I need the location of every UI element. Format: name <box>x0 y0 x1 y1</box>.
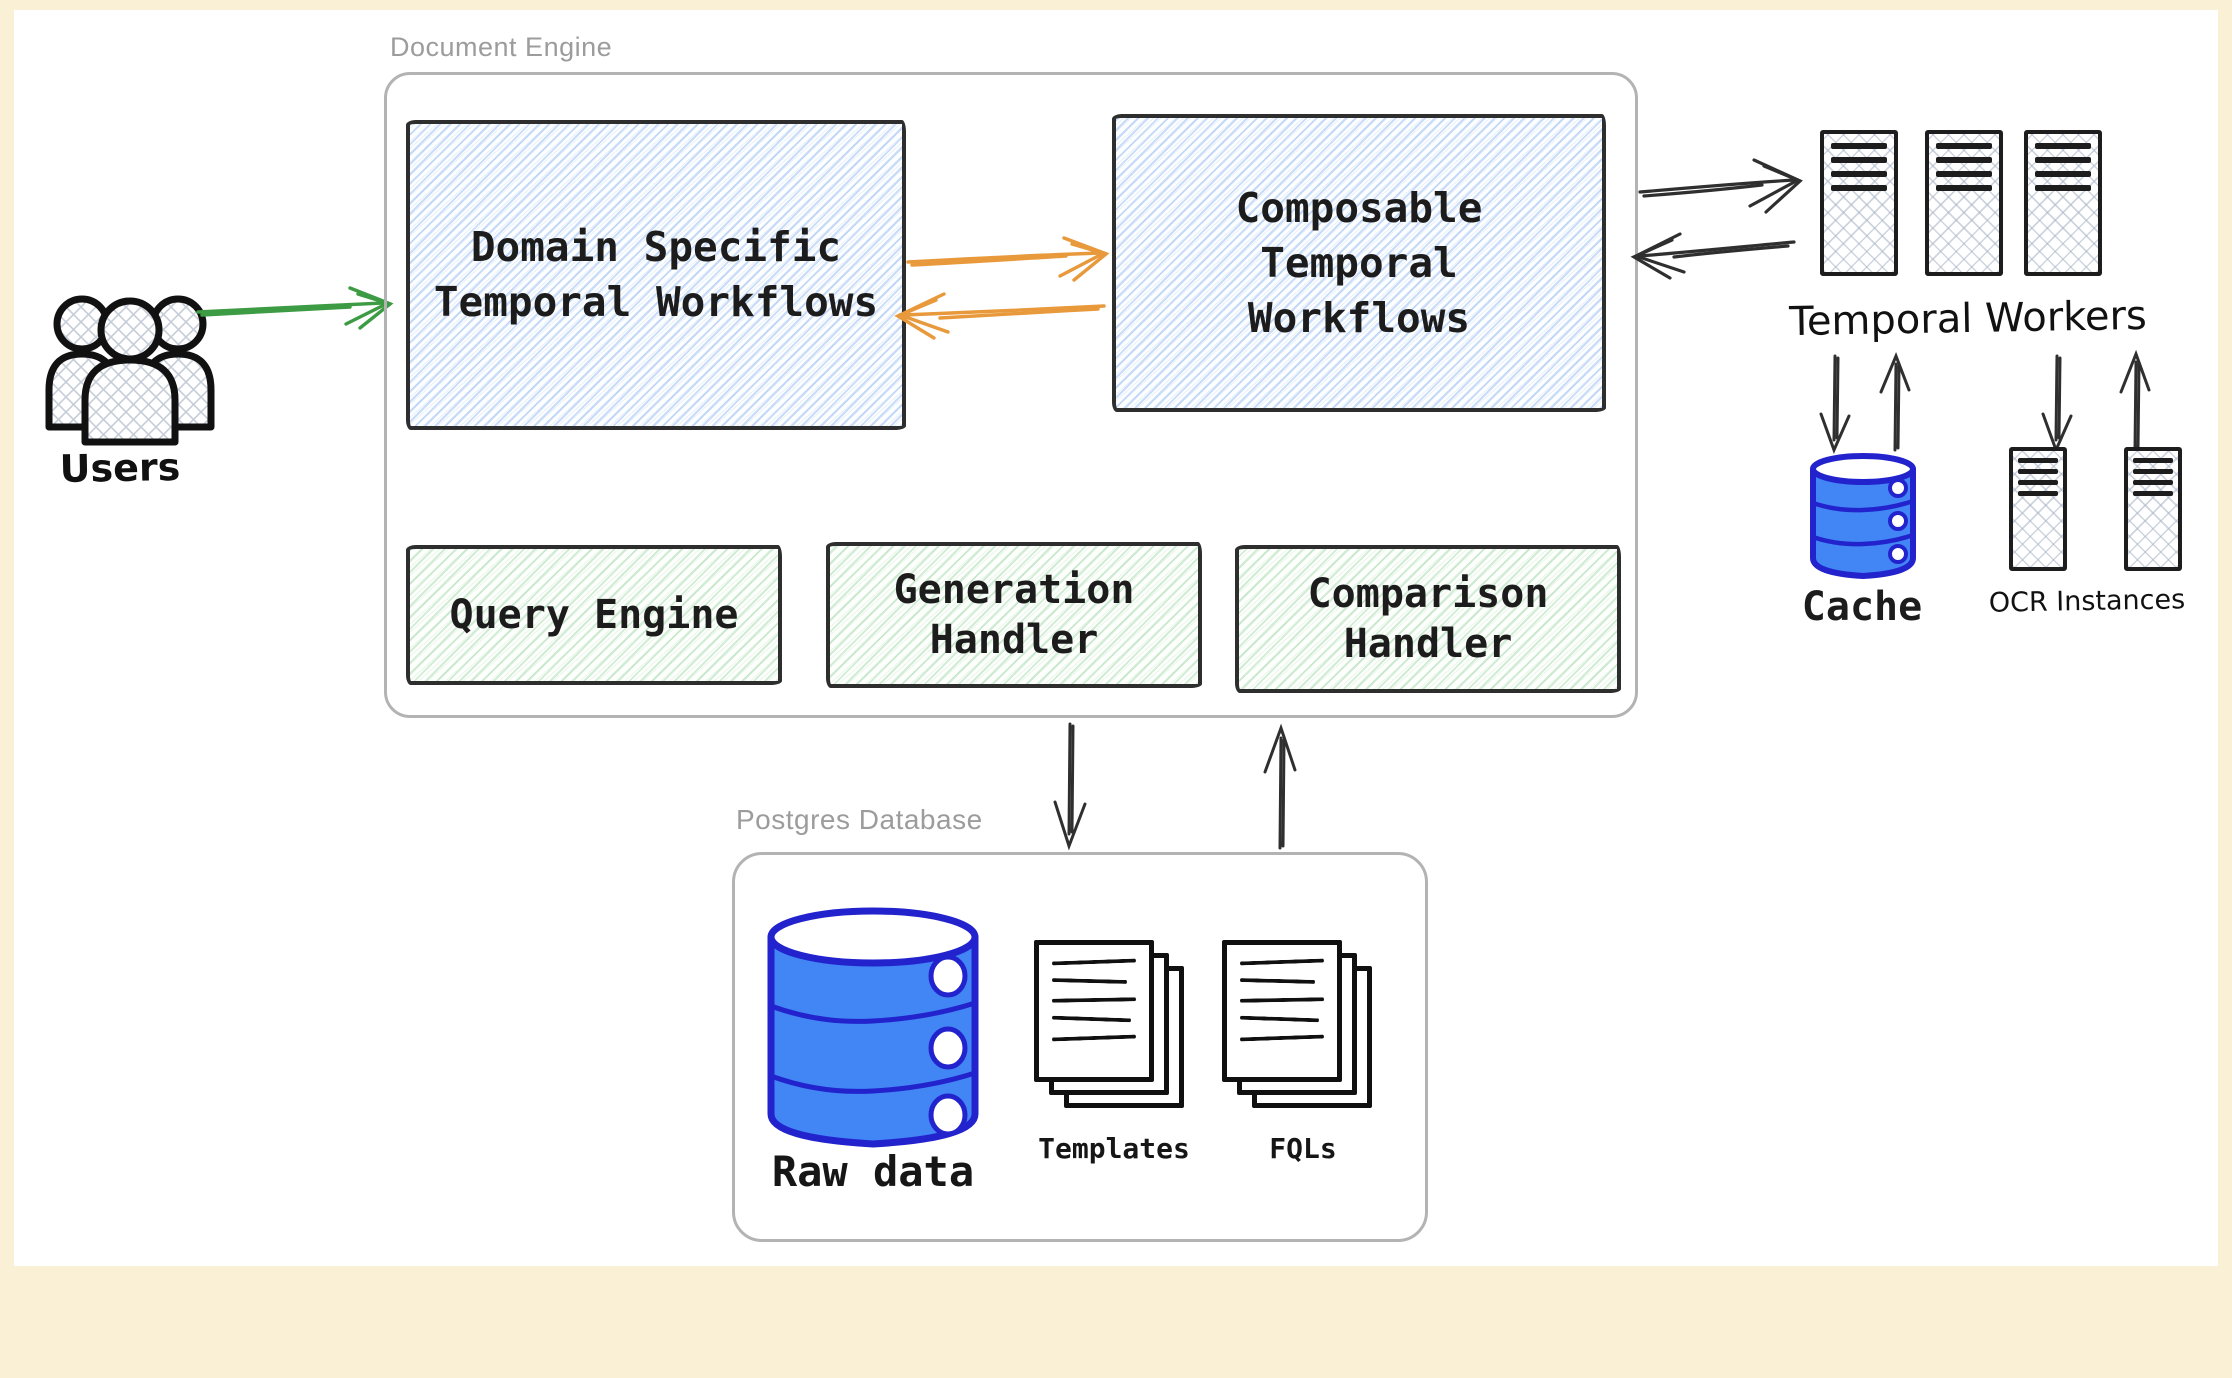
generation-handler-line2: Handler <box>929 617 1099 663</box>
query-engine-box: Query Engine <box>406 545 782 685</box>
query-engine-label: Query Engine <box>449 592 739 638</box>
server-slots <box>2028 134 2098 191</box>
composable-workflows-box: Composable Temporal Workflows <box>1112 114 1606 412</box>
server-slots <box>1824 134 1894 191</box>
page-front <box>1034 940 1154 1082</box>
generation-handler-line1: Generation <box>893 567 1135 613</box>
workers-to-ocr-arrow <box>2041 354 2073 455</box>
users-label: Users <box>59 444 181 492</box>
postgres-database-title: Postgres Database <box>736 804 983 835</box>
domain-to-composable-arrow <box>906 236 1110 282</box>
server-slots <box>1929 134 1999 191</box>
engine-to-workers-arrow <box>1638 158 1803 214</box>
ocr-instances-label: OCR Instances <box>1988 584 2186 619</box>
temporal-worker-server-1-icon <box>1820 130 1898 276</box>
composable-line1: Composable <box>1235 183 1483 232</box>
composable-line2: Temporal <box>1260 238 1458 287</box>
document-engine-title: Document Engine <box>390 32 613 62</box>
templates-label: Templates <box>1038 1131 1190 1165</box>
comparison-handler-line1: Comparison <box>1307 571 1549 617</box>
cache-label: Cache <box>1801 584 1923 630</box>
temporal-worker-server-2-icon <box>1925 130 2003 276</box>
fqls-label: FQLs <box>1269 1131 1337 1165</box>
fqls-document-stack-icon <box>1222 940 1384 1108</box>
comparison-handler-box: Comparison Handler <box>1235 545 1621 693</box>
templates-document-stack-icon <box>1034 940 1196 1108</box>
composable-to-domain-arrow <box>894 292 1106 340</box>
temporal-worker-server-3-icon <box>2024 130 2102 276</box>
server-slots <box>2013 451 2063 496</box>
ocr-instance-server-1-icon <box>2009 447 2067 571</box>
raw-data-database-icon <box>767 907 979 1148</box>
comparison-handler-line2: Handler <box>1343 621 1513 667</box>
engine-to-postgres-arrow <box>1053 722 1087 851</box>
domain-specific-workflows-box: Domain Specific Temporal Workflows <box>406 120 906 430</box>
domain-specific-line2: Temporal Workflows <box>433 278 879 326</box>
workers-to-engine-arrow <box>1630 232 1796 280</box>
page-front <box>1222 940 1342 1082</box>
ocr-to-workers-arrow <box>2119 349 2151 452</box>
workers-to-cache-arrow <box>1819 354 1851 455</box>
ocr-instance-server-2-icon <box>2124 447 2182 571</box>
users-icon <box>45 295 215 446</box>
domain-specific-line1: Domain Specific <box>470 223 842 271</box>
cache-database-icon <box>1810 453 1916 579</box>
postgres-database-container <box>732 852 1428 1242</box>
cache-to-workers-arrow <box>1879 351 1911 452</box>
temporal-workers-label: Temporal Workers <box>1788 292 2148 346</box>
server-slots <box>2128 451 2178 496</box>
document-engine-container <box>384 72 1638 718</box>
generation-handler-box: Generation Handler <box>826 542 1202 688</box>
raw-data-label: Raw data <box>771 1146 975 1196</box>
users-to-engine-arrow <box>196 286 394 330</box>
postgres-to-engine-arrow <box>1263 723 1297 850</box>
composable-line3: Workflows <box>1247 293 1471 342</box>
